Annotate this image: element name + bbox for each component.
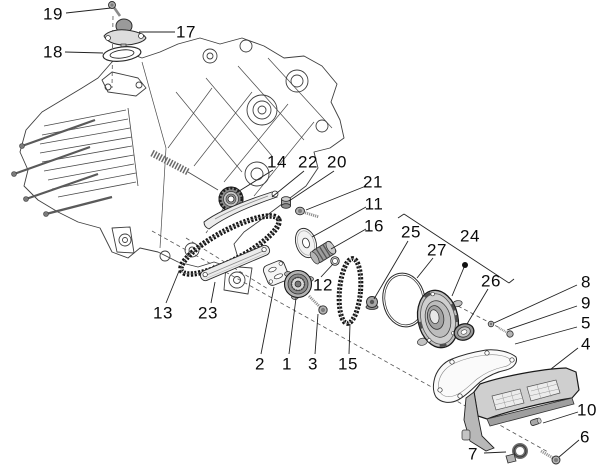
part-tensioner-blade-23 bbox=[199, 244, 271, 282]
callout-4: 4 bbox=[581, 334, 591, 354]
spring-coil bbox=[150, 149, 190, 176]
engine-crankcase-sketch bbox=[11, 37, 345, 295]
callout-13: 13 bbox=[153, 303, 173, 323]
part-plug-10 bbox=[529, 417, 542, 426]
leader-line bbox=[314, 313, 319, 355]
part-tappet-16 bbox=[309, 240, 337, 265]
leader-line bbox=[320, 263, 334, 278]
leader-line bbox=[416, 257, 434, 279]
leader-line bbox=[288, 170, 335, 202]
leader-line bbox=[542, 411, 579, 424]
leader-line bbox=[550, 347, 579, 370]
callout-14: 14 bbox=[267, 152, 287, 172]
part-bolt-21 bbox=[295, 206, 320, 219]
callout-3: 3 bbox=[308, 354, 318, 374]
callout-8: 8 bbox=[581, 272, 591, 292]
callout-25: 25 bbox=[401, 222, 421, 242]
callout-10: 10 bbox=[577, 400, 597, 420]
assembly-bracket-24 bbox=[397, 213, 515, 297]
part-oring-12 bbox=[330, 256, 340, 266]
part-pump-cover-24 bbox=[416, 289, 463, 349]
part-nut-25 bbox=[365, 296, 379, 310]
callout-17: 17 bbox=[176, 22, 196, 42]
callout-6: 6 bbox=[580, 427, 590, 447]
leader-line bbox=[271, 170, 305, 198]
part-oil-pump-1 bbox=[283, 269, 314, 300]
leader-line bbox=[466, 288, 489, 325]
part-washer-8 bbox=[487, 320, 495, 328]
part-gasket-5 bbox=[432, 349, 517, 403]
leader-line bbox=[210, 281, 216, 304]
leader-line bbox=[483, 451, 507, 454]
leader-line bbox=[260, 286, 275, 355]
callout-11: 11 bbox=[364, 194, 384, 214]
leader-line bbox=[165, 270, 180, 304]
part-bolt-3 bbox=[308, 295, 328, 315]
leader-line bbox=[558, 439, 580, 458]
callout-20: 20 bbox=[327, 152, 347, 172]
cylinder-studs bbox=[13, 118, 113, 216]
callout-7: 7 bbox=[468, 444, 478, 464]
leader-line bbox=[348, 323, 351, 355]
construction-line bbox=[151, 230, 549, 453]
leader-line bbox=[235, 169, 274, 194]
callout-27: 27 bbox=[427, 240, 447, 260]
leader-line bbox=[305, 185, 367, 211]
leader-line bbox=[506, 305, 578, 331]
leader-line bbox=[373, 240, 409, 300]
callout-16: 16 bbox=[364, 216, 384, 236]
part-screw-19 bbox=[108, 1, 122, 17]
callout-9: 9 bbox=[581, 293, 591, 313]
callout-24: 24 bbox=[460, 226, 480, 246]
assembly-dot bbox=[462, 262, 468, 268]
callout-2: 2 bbox=[255, 354, 265, 374]
callout-18: 18 bbox=[43, 42, 63, 62]
leader-line bbox=[493, 284, 578, 324]
part-chain-15 bbox=[336, 256, 364, 326]
leader-line bbox=[330, 228, 367, 250]
part-gasket-2 bbox=[262, 260, 290, 286]
part-nut-20 bbox=[281, 196, 291, 209]
part-gasket-18 bbox=[102, 46, 142, 62]
construction-line bbox=[457, 305, 501, 329]
leader-line bbox=[64, 51, 104, 54]
callout-23: 23 bbox=[198, 303, 218, 323]
crankcase-bosses bbox=[159, 39, 329, 289]
callout-12: 12 bbox=[313, 275, 333, 295]
part-seal-26 bbox=[453, 323, 475, 341]
part-washer-11 bbox=[294, 227, 318, 259]
leader-line bbox=[288, 297, 297, 355]
callout-21: 21 bbox=[363, 172, 383, 192]
callout-19: 19 bbox=[43, 4, 63, 24]
crankcase-ribs bbox=[141, 57, 333, 249]
callout-1: 1 bbox=[282, 354, 292, 374]
part-thermostat-17 bbox=[103, 18, 147, 50]
part-screw-9 bbox=[498, 327, 514, 338]
part-clamp-7 bbox=[505, 443, 528, 464]
callout-15: 15 bbox=[338, 354, 358, 374]
part-bolt-6 bbox=[540, 449, 561, 465]
part-oil-strainer-4 bbox=[461, 367, 580, 452]
callout-5: 5 bbox=[581, 313, 591, 333]
leader-line bbox=[311, 206, 367, 238]
leader-line bbox=[514, 326, 578, 345]
leader-lines bbox=[64, 7, 580, 458]
callout-26: 26 bbox=[481, 271, 501, 291]
callout-22: 22 bbox=[298, 152, 318, 172]
cylinder-fins bbox=[39, 107, 139, 198]
leader-line bbox=[65, 7, 112, 14]
stud-tips bbox=[11, 143, 49, 217]
